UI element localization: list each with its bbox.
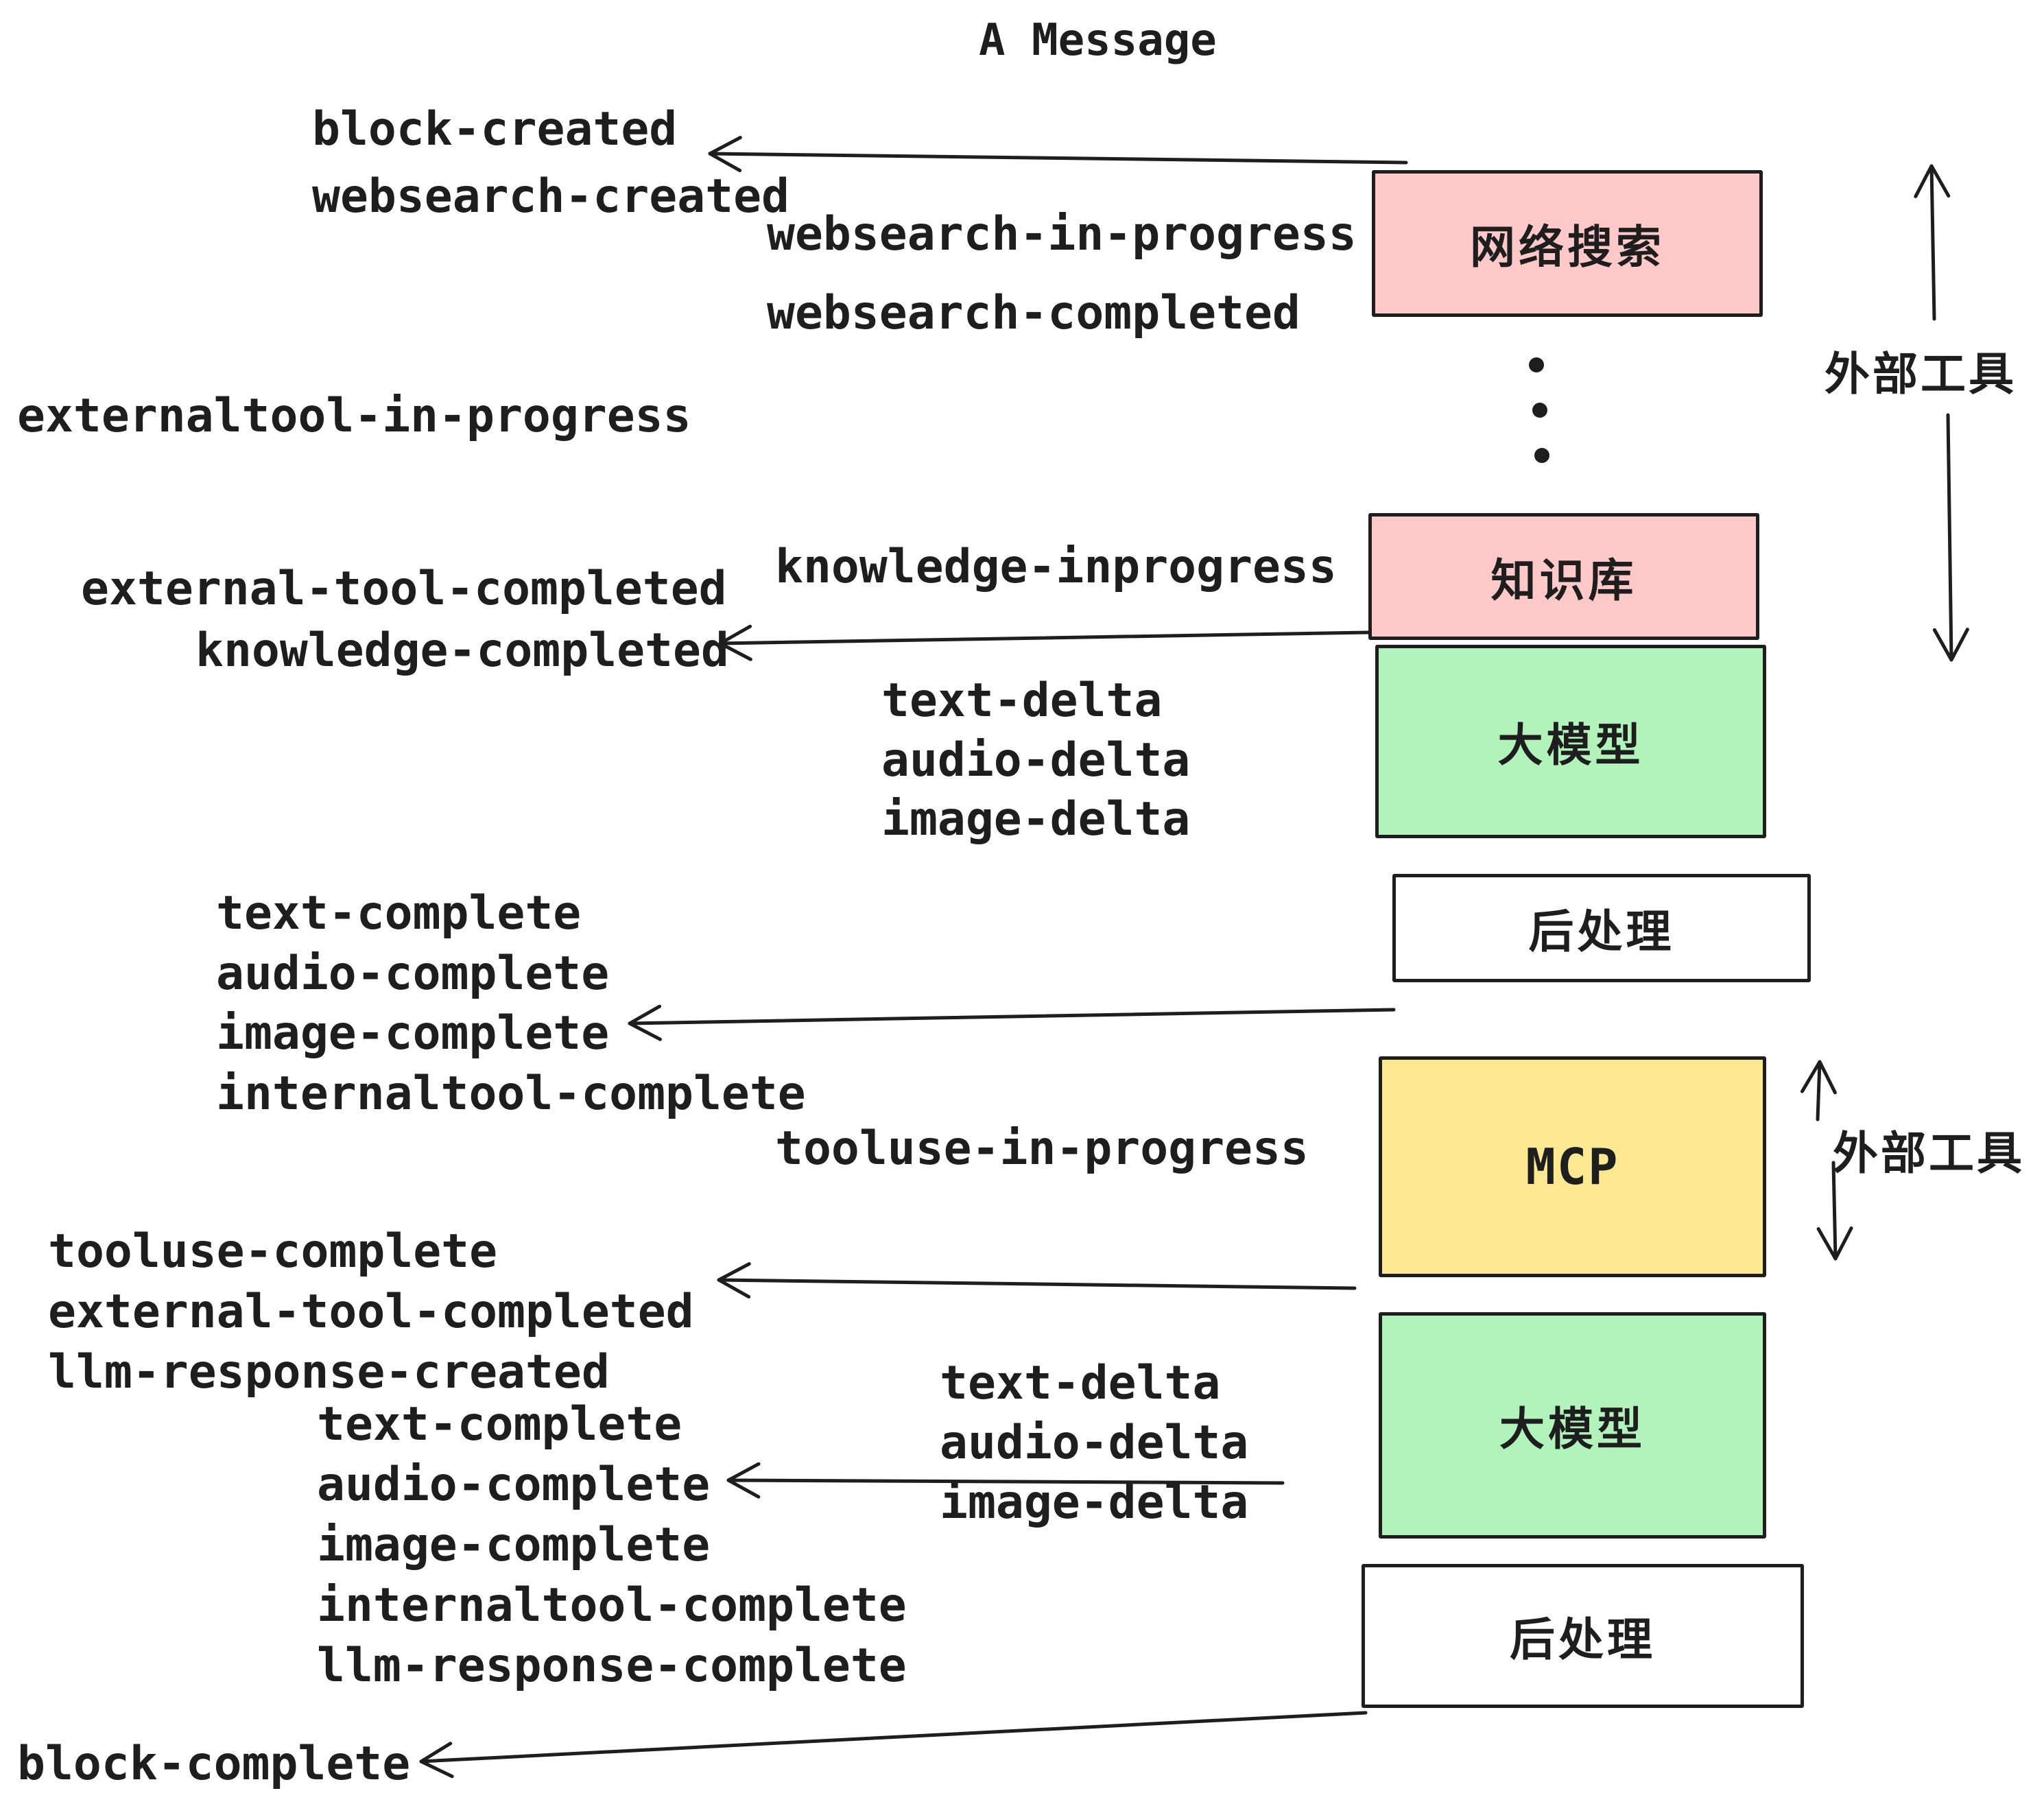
- event-label-websearch-completed: websearch-completed: [767, 286, 1300, 340]
- diagram-title: A Message: [979, 15, 1217, 66]
- event-label-llm-response-created: llm-response-created: [48, 1345, 610, 1399]
- event-label-audio-complete-1: audio-complete: [216, 947, 610, 1001]
- external-tools-label-mid: 外部工具: [1833, 1127, 2025, 1180]
- ellipsis-dots: [1529, 357, 1549, 463]
- event-label-audio-delta-1: audio-delta: [881, 733, 1191, 787]
- event-label-knowledge-inprogress: knowledge-inprogress: [775, 540, 1337, 594]
- event-label-image-complete-2: image-complete: [317, 1518, 711, 1572]
- box-llm-1-label: 大模型: [1497, 719, 1644, 772]
- box-postprocess-1: 后处理: [1392, 874, 1811, 982]
- box-knowledge-base-label: 知识库: [1490, 554, 1637, 607]
- arrow-to-image-complete: [628, 1004, 1396, 1041]
- box-knowledge-base: 知识库: [1368, 513, 1759, 640]
- event-label-text-complete-1: text-complete: [216, 886, 582, 940]
- arrow-to-knowledge-completed: [718, 624, 1370, 661]
- arrow-to-block-complete: [419, 1711, 1368, 1779]
- box-llm-2-label: 大模型: [1499, 1403, 1645, 1456]
- arrow-to-block-created: [708, 136, 1408, 173]
- event-label-internaltool-complete-2: internaltool-complete: [317, 1578, 907, 1633]
- event-label-block-complete: block-complete: [17, 1737, 411, 1791]
- event-label-audio-complete-2: audio-complete: [317, 1458, 711, 1512]
- box-llm-2: 大模型: [1379, 1312, 1766, 1539]
- box-postprocess-1-label: 后处理: [1528, 905, 1675, 958]
- external-tools-up-arrow-2: [1800, 1060, 1837, 1121]
- event-label-websearch-in-progress: websearch-in-progress: [767, 207, 1357, 261]
- event-label-external-tool-completed-1: external-tool-completed: [81, 562, 727, 616]
- event-label-tooluse-complete: tooluse-complete: [48, 1224, 498, 1279]
- box-postprocess-2-label: 后处理: [1510, 1613, 1656, 1666]
- event-label-text-complete-2: text-complete: [317, 1397, 682, 1451]
- event-label-text-delta-1: text-delta: [881, 674, 1163, 728]
- event-label-audio-delta-2: audio-delta: [940, 1416, 1249, 1470]
- event-label-tooluse-in-progress: tooluse-in-progress: [775, 1121, 1309, 1176]
- external-tools-up-arrow-1: [1914, 164, 1951, 321]
- event-label-text-delta-2: text-delta: [940, 1356, 1221, 1410]
- event-label-externaltool-in-progress: externaltool-in-progress: [17, 389, 691, 443]
- event-label-websearch-created: websearch-created: [312, 169, 789, 224]
- event-label-internaltool-complete-1: internaltool-complete: [216, 1067, 806, 1121]
- event-label-block-created: block-created: [312, 102, 678, 156]
- event-label-image-complete-1: image-complete: [216, 1006, 610, 1060]
- box-mcp-label: MCP: [1525, 1138, 1619, 1196]
- event-label-image-delta-1: image-delta: [881, 792, 1191, 846]
- event-label-llm-response-complete: llm-response-complete: [317, 1639, 907, 1693]
- box-websearch: 网络搜索: [1372, 170, 1763, 317]
- external-tools-label-top: 外部工具: [1825, 348, 2017, 401]
- external-tools-down-arrow-1: [1932, 413, 1969, 662]
- event-label-knowledge-completed: knowledge-completed: [195, 624, 729, 678]
- arrow-to-tooluse-complete: [717, 1262, 1357, 1299]
- box-llm-1: 大模型: [1375, 645, 1766, 838]
- box-postprocess-2: 后处理: [1362, 1564, 1804, 1708]
- event-label-external-tool-completed-2: external-tool-completed: [48, 1285, 694, 1339]
- box-mcp: MCP: [1379, 1056, 1766, 1277]
- event-label-image-delta-2: image-delta: [940, 1475, 1249, 1530]
- box-websearch-label: 网络搜索: [1470, 221, 1665, 274]
